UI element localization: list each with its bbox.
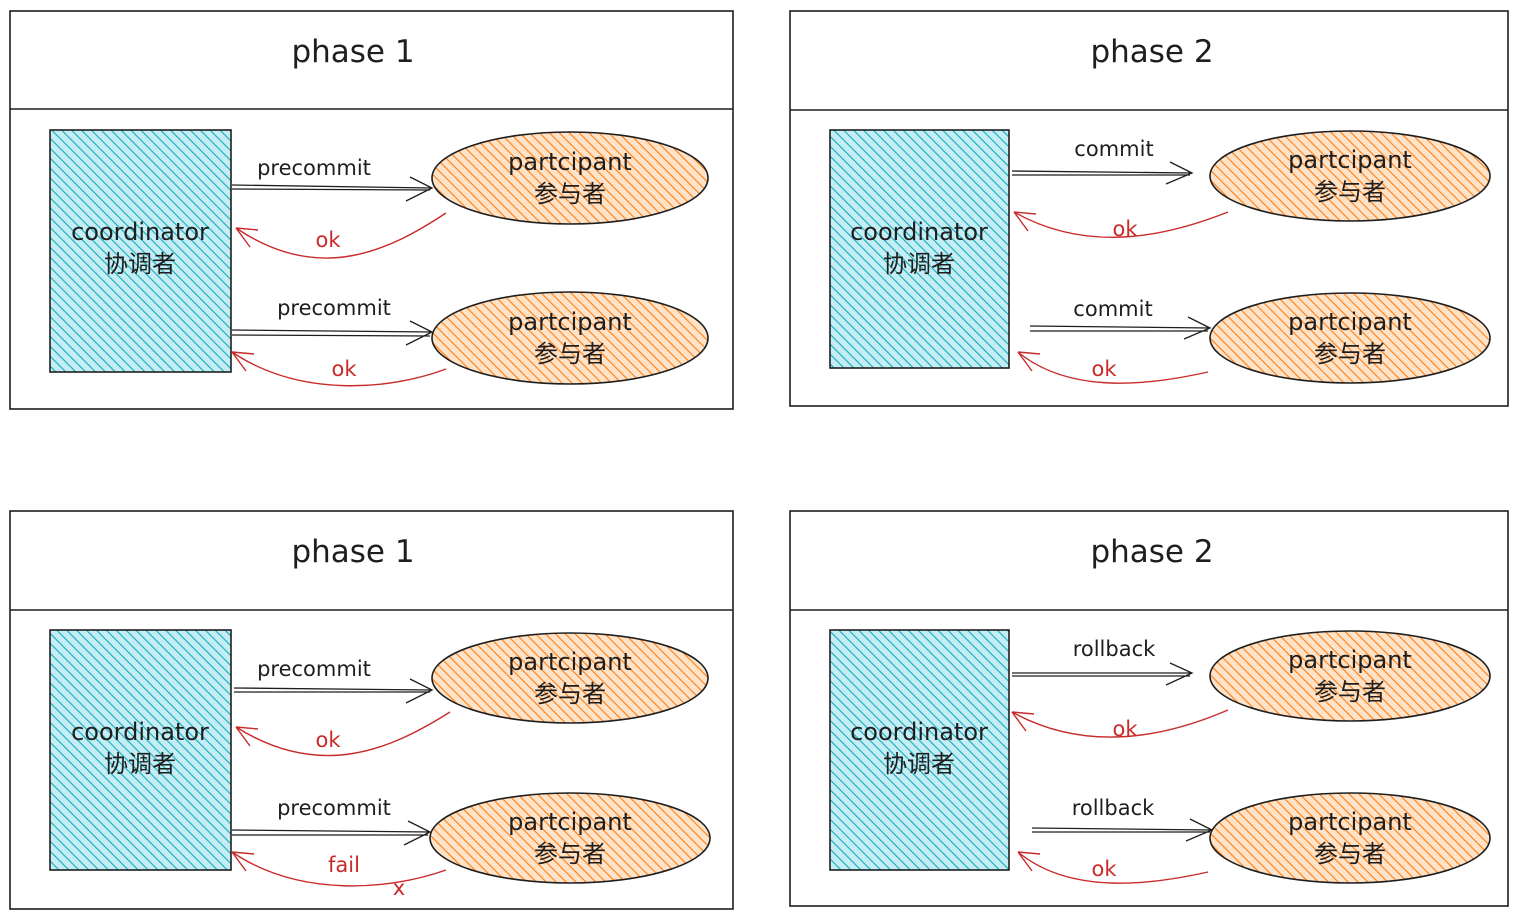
coordinator-box bbox=[49, 129, 232, 373]
response-label: ok bbox=[315, 228, 341, 252]
request-label: commit bbox=[1074, 137, 1153, 161]
coordinator-label: coordinator bbox=[71, 718, 209, 746]
coordinator-label-cn: 协调者 bbox=[883, 250, 955, 278]
participant-label: partcipant bbox=[1288, 308, 1412, 336]
coordinator-label-cn: 协调者 bbox=[104, 250, 176, 278]
request-arrow bbox=[231, 320, 434, 346]
panel-title: phase 2 bbox=[1090, 534, 1213, 570]
participant-ellipse bbox=[1209, 292, 1491, 384]
fail-mark: x bbox=[393, 876, 405, 900]
participant-label-cn: 参与者 bbox=[534, 680, 606, 708]
request-label: precommit bbox=[257, 657, 371, 681]
request-label: precommit bbox=[257, 156, 371, 180]
participant-ellipse bbox=[1209, 792, 1491, 884]
participant-label: partcipant bbox=[508, 648, 632, 676]
response-arrow bbox=[1011, 709, 1229, 738]
request-arrow bbox=[1012, 662, 1194, 686]
request-label: precommit bbox=[277, 296, 391, 320]
request-arrow bbox=[1029, 316, 1212, 340]
panel-3: phase 1 coordinator 协调者 partcipant 参与者 p… bbox=[9, 510, 734, 910]
response-label: ok bbox=[1091, 357, 1117, 381]
coordinator-label: coordinator bbox=[850, 718, 988, 746]
panel-4: phase 2 coordinator 协调者 partcipant 参与者 p… bbox=[789, 510, 1509, 907]
panel-frame bbox=[9, 10, 734, 410]
participant-label-cn: 参与者 bbox=[534, 340, 606, 368]
participant-ellipse bbox=[431, 632, 709, 724]
coordinator-box bbox=[49, 629, 232, 871]
request-arrow bbox=[231, 176, 434, 202]
participant-label: partcipant bbox=[508, 148, 632, 176]
participant-label: partcipant bbox=[508, 808, 632, 836]
response-arrow bbox=[1017, 351, 1209, 384]
participant-label: partcipant bbox=[1288, 146, 1412, 174]
coordinator-label-cn: 协调者 bbox=[104, 750, 176, 778]
participant-ellipse bbox=[431, 131, 709, 225]
request-arrow bbox=[231, 820, 432, 846]
panel-title: phase 1 bbox=[291, 34, 414, 70]
response-arrow bbox=[231, 351, 447, 387]
coordinator-label: coordinator bbox=[71, 218, 209, 246]
response-label: ok bbox=[1112, 717, 1138, 741]
request-label: rollback bbox=[1072, 796, 1155, 820]
participant-label: partcipant bbox=[1288, 646, 1412, 674]
response-arrow bbox=[1013, 211, 1229, 238]
response-label: ok bbox=[315, 728, 341, 752]
panel-frame bbox=[789, 10, 1509, 407]
panel-2: phase 2 coordinator 协调者 partcipant 参与者 p… bbox=[789, 10, 1509, 407]
response-label: ok bbox=[1112, 217, 1138, 241]
panel-title: phase 1 bbox=[291, 534, 414, 570]
panel-frame bbox=[789, 510, 1509, 907]
request-arrow bbox=[1031, 818, 1214, 842]
response-label: ok bbox=[1091, 857, 1117, 881]
request-label: rollback bbox=[1073, 637, 1156, 661]
request-arrow bbox=[1011, 161, 1194, 185]
request-label: precommit bbox=[277, 796, 391, 820]
panel-frame bbox=[9, 510, 734, 910]
response-arrow bbox=[1017, 851, 1209, 884]
coordinator-label-cn: 协调者 bbox=[883, 750, 955, 778]
participant-label: partcipant bbox=[1288, 808, 1412, 836]
panel-title: phase 2 bbox=[1090, 34, 1213, 70]
participant-label-cn: 参与者 bbox=[1314, 178, 1386, 206]
participant-label-cn: 参与者 bbox=[1314, 678, 1386, 706]
request-arrow bbox=[233, 678, 434, 704]
participant-label-cn: 参与者 bbox=[1314, 340, 1386, 368]
response-label: fail bbox=[328, 853, 360, 877]
participant-label-cn: 参与者 bbox=[1314, 840, 1386, 868]
response-arrow bbox=[235, 711, 451, 757]
response-arrow bbox=[231, 851, 447, 887]
participant-ellipse bbox=[1209, 630, 1491, 722]
coordinator-box bbox=[829, 129, 1010, 369]
participant-label: partcipant bbox=[508, 308, 632, 336]
response-label: ok bbox=[331, 357, 357, 381]
participant-ellipse bbox=[1209, 130, 1491, 222]
coordinator-box bbox=[829, 629, 1010, 871]
participant-label-cn: 参与者 bbox=[534, 840, 606, 868]
participant-ellipse bbox=[429, 792, 711, 884]
participant-label-cn: 参与者 bbox=[534, 180, 606, 208]
participant-ellipse bbox=[431, 291, 709, 385]
panel-1: phase 1 coordinator 协调者 partcipant 参与者 p… bbox=[9, 10, 734, 410]
response-arrow bbox=[235, 212, 447, 259]
coordinator-label: coordinator bbox=[850, 218, 988, 246]
request-label: commit bbox=[1073, 297, 1152, 321]
